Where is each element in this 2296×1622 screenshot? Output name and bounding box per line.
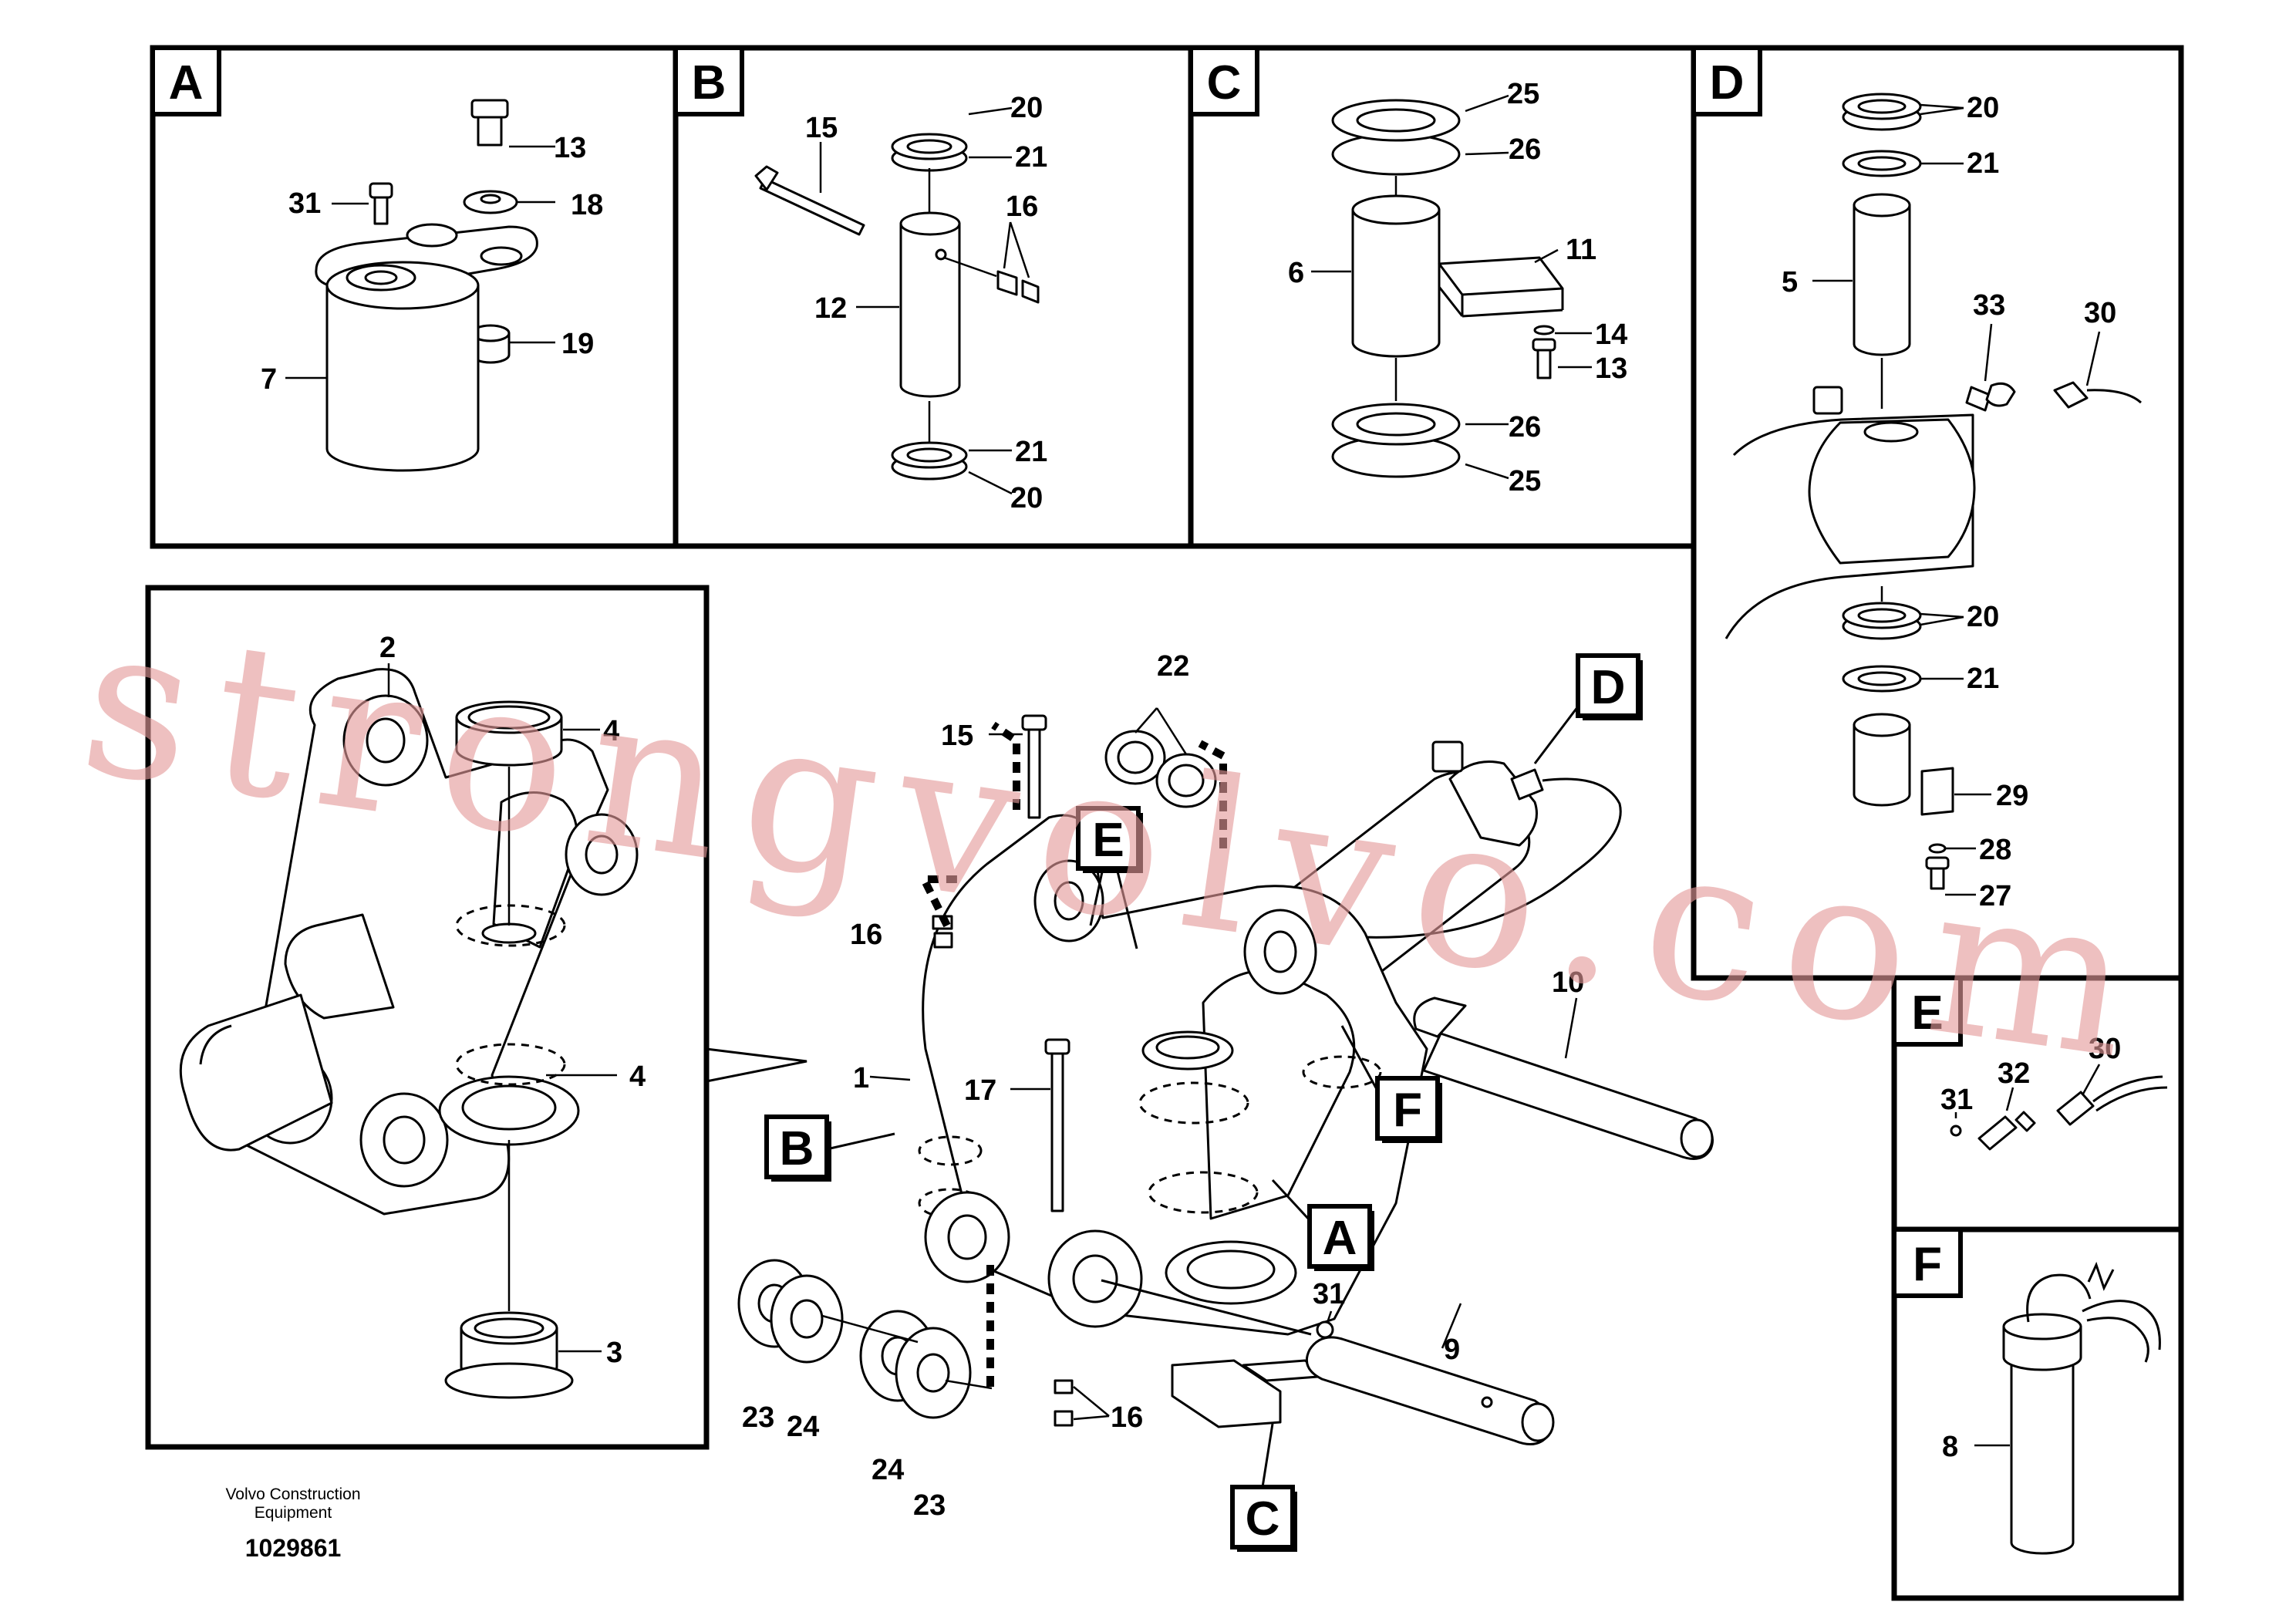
panel-letter-d: D	[1691, 46, 1762, 116]
detail-frame-assembly: 2 4 4 3	[179, 632, 646, 1399]
panel-letter-e: E	[1892, 976, 1963, 1047]
panel-e-parts: 30 31 32	[1940, 1033, 2168, 1151]
part-callout-number: 26	[1509, 411, 1541, 443]
view-letter: D	[1710, 56, 1745, 110]
part-callout-number: 24	[872, 1454, 904, 1486]
part-callout-number: 11	[1566, 234, 1596, 266]
part-callout-number: 8	[1942, 1431, 1958, 1463]
part-callout-number: 10	[1552, 966, 1584, 999]
marker-f: F	[1340, 1025, 1442, 1143]
part-callout-number: 4	[629, 1061, 646, 1093]
part-callout-number: 3	[606, 1337, 622, 1369]
company-line-1: Volvo Construction	[225, 1485, 360, 1503]
panel-letter-b: B	[673, 46, 744, 116]
part-callout-number: 27	[1979, 880, 2011, 912]
part-callout-number: 25	[1507, 78, 1539, 110]
part-callout-number: 21	[1967, 663, 1999, 695]
part-callout-number: 25	[1509, 465, 1541, 497]
reference-markers: A B C D E	[764, 653, 1643, 1552]
drawing-footer: Volvo Construction Equipment 1029861	[225, 1485, 360, 1562]
view-letter: B	[780, 1122, 814, 1175]
view-letter: C	[1207, 56, 1242, 110]
part-callout-number: 33	[1973, 289, 2005, 322]
panel-d-parts: 20 21 5 33 30 20 21 29 28 27	[1725, 92, 2143, 912]
panel-letter-a: A	[150, 46, 221, 116]
marker-d: D	[1533, 653, 1643, 764]
part-callout-number: 5	[1782, 266, 1798, 298]
drawing-number: 1029861	[245, 1534, 342, 1562]
view-letter: F	[1913, 1238, 1942, 1291]
part-callout-number: 23	[913, 1489, 946, 1522]
part-callout-number: 30	[2084, 297, 2116, 329]
marker-c: C	[1230, 1423, 1297, 1552]
part-callout-number: 7	[261, 363, 277, 396]
part-callout-number: 20	[1010, 92, 1043, 124]
part-callout-number: 31	[1940, 1084, 1973, 1116]
part-callout-number: 6	[1288, 257, 1304, 289]
part-callout-number: 13	[1595, 352, 1627, 385]
part-callout-number: 14	[1595, 319, 1627, 351]
panel-a-parts: 13 31 18 19 7	[261, 99, 603, 472]
part-callout-number: 9	[1444, 1334, 1460, 1366]
part-callout-number: 31	[288, 187, 321, 220]
part-callout-number: 4	[603, 715, 619, 747]
view-letter: D	[1591, 661, 1626, 714]
detail-pointer	[706, 1047, 807, 1083]
view-letter: E	[1911, 986, 1943, 1040]
part-callout-number: 2	[379, 632, 396, 664]
part-callout-number: 19	[561, 328, 594, 360]
panel-letter-tabs: A B C D E F	[150, 46, 1963, 1298]
marker-b: B	[764, 1114, 895, 1182]
company-line-2: Equipment	[255, 1504, 332, 1522]
part-callout-number: 15	[941, 720, 973, 752]
part-callout-number: 13	[554, 132, 586, 164]
part-callout-number: 30	[2089, 1033, 2121, 1065]
panel-b-parts: 15 20 21 16 12 21 20	[754, 92, 1047, 514]
part-callout-number: 32	[1998, 1057, 2030, 1090]
view-letter: A	[169, 56, 204, 110]
part-callout-number: 1	[853, 1062, 869, 1094]
view-letter: F	[1393, 1084, 1422, 1137]
panel-letter-f: F	[1892, 1227, 1963, 1298]
part-callout-number: 16	[850, 919, 882, 951]
view-letter: B	[692, 56, 727, 110]
part-callout-number: 24	[787, 1411, 819, 1443]
part-callout-number: 12	[814, 292, 847, 325]
view-letter: E	[1092, 814, 1124, 867]
part-callout-number: 29	[1996, 780, 2028, 812]
part-callout-number: 16	[1111, 1401, 1143, 1434]
part-callout-number: 20	[1967, 601, 1999, 633]
view-letter: A	[1323, 1212, 1357, 1265]
marker-a: A	[1271, 1179, 1374, 1271]
part-callout-number: 20	[1010, 482, 1043, 514]
part-callout-number: 17	[964, 1074, 996, 1107]
panel-c-parts: 25 26 11 6 14 13 26 25	[1288, 78, 1627, 497]
part-callout-number: 22	[1157, 650, 1189, 683]
view-letter: C	[1246, 1492, 1280, 1546]
main-assembly: 22 15 16 1 17 10 31 9 16 23 24 24 23	[737, 650, 1714, 1522]
part-callout-number: 26	[1509, 133, 1541, 166]
marker-e: E	[1076, 806, 1143, 949]
part-callout-number: 21	[1967, 147, 1999, 180]
part-callout-number: 23	[742, 1401, 774, 1434]
part-callout-number: 28	[1979, 834, 2011, 866]
panel-f-parts: 8	[1942, 1261, 2161, 1555]
part-callout-number: 15	[805, 112, 838, 144]
panel-letter-c: C	[1188, 46, 1259, 116]
part-callout-number: 21	[1015, 436, 1047, 468]
part-callout-number: 21	[1015, 141, 1047, 174]
part-callout-number: 31	[1313, 1278, 1345, 1310]
part-callout-number: 16	[1006, 191, 1038, 223]
part-callout-number: 20	[1967, 92, 1999, 124]
part-callout-number: 18	[571, 189, 603, 221]
